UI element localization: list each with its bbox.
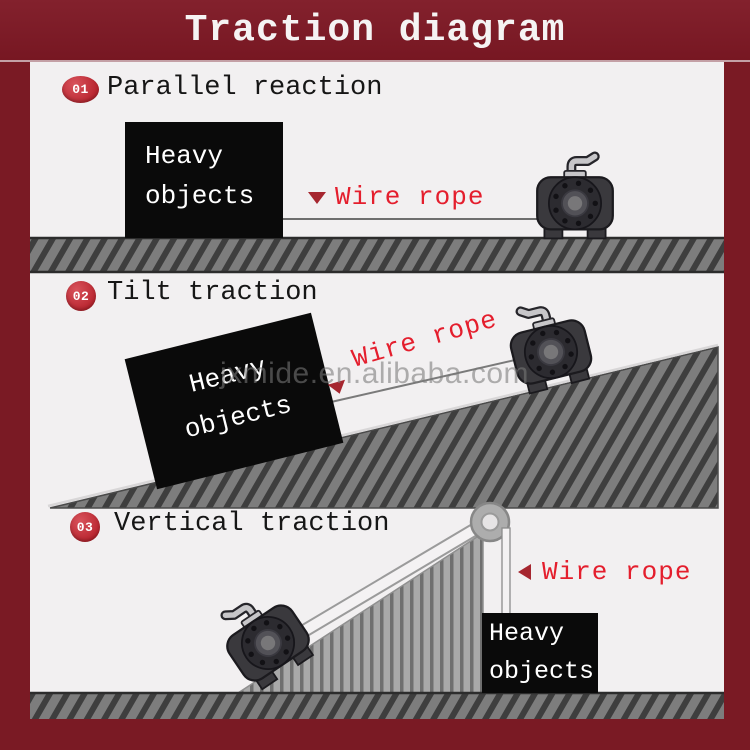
heavy-object-box-1: Heavy objects: [125, 122, 283, 238]
wire-rope-label-3: Wire rope: [542, 557, 692, 587]
pulley-hub: [480, 512, 500, 532]
heavy-object-label: Heavy: [145, 141, 224, 171]
winch-icon-1: [537, 157, 613, 239]
step-badge-1: 01: [62, 76, 99, 103]
heavy-object-label: objects: [489, 657, 595, 686]
section-heading-2: Tilt traction: [107, 278, 318, 308]
wire-rope-pointer-3: [518, 564, 531, 580]
wire-rope-pointer-1: [308, 192, 326, 204]
heavy-object-box-3: Heavy objects: [482, 613, 598, 693]
section-heading-3: Vertical traction: [114, 509, 390, 539]
step-badge-3: 03: [70, 512, 100, 542]
diagram-canvas: 01 Parallel reaction Heavy objects Wire …: [30, 62, 724, 719]
wire-rope-label-1: Wire rope: [335, 182, 485, 212]
title-banner: Traction diagram: [0, 0, 750, 62]
wire-rope-vertical: [501, 527, 511, 616]
page-title: Traction diagram: [184, 8, 566, 52]
step-badge-2: 02: [66, 281, 96, 311]
heavy-object-label: Heavy: [489, 619, 565, 648]
ground-strip-1: [30, 236, 724, 274]
ground-strip-3: [30, 691, 724, 719]
heavy-object-label: objects: [145, 181, 255, 211]
watermark-text: jxmide.en.alibaba.com: [220, 357, 529, 390]
section-heading-1: Parallel reaction: [107, 73, 383, 103]
wire-rope-band: [267, 516, 494, 655]
